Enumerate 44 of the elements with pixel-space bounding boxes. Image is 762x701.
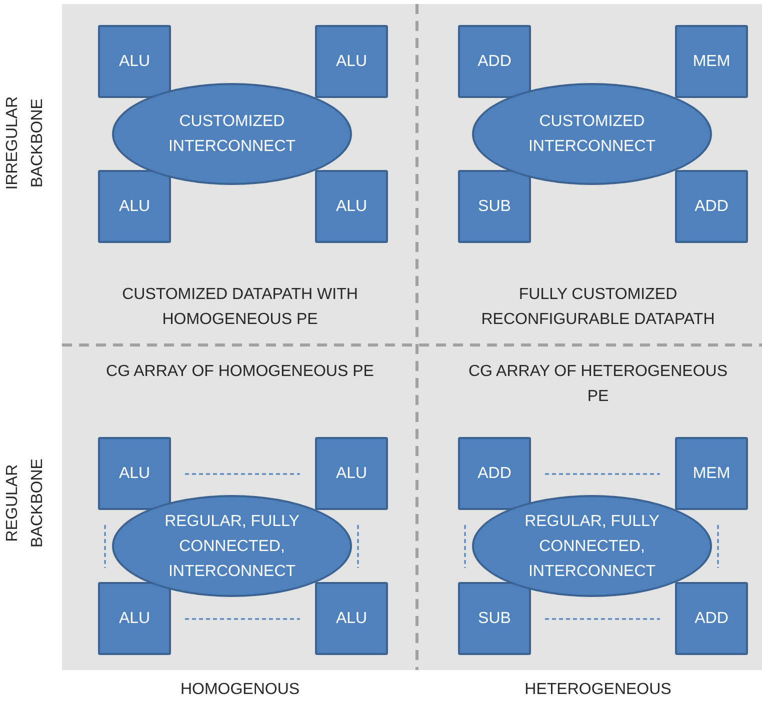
node-label: ALU xyxy=(336,52,368,72)
pe-box xyxy=(315,25,388,98)
pe-box xyxy=(315,582,388,655)
pe-box xyxy=(675,170,748,243)
caption-text: CUSTOMIZED DATAPATH WITH HOMOGENEOUS PE xyxy=(121,285,359,330)
axis-label: IRREGULAR BACKBONE xyxy=(3,95,47,192)
pe-box xyxy=(458,170,531,243)
node-label: SUB xyxy=(478,197,511,217)
node-label: ALU xyxy=(118,609,150,629)
caption-text: HETEROGENEOUS xyxy=(524,680,672,700)
pe-box xyxy=(98,582,171,655)
node-label: ALU xyxy=(118,464,150,484)
caption-text: HOMOGENOUS xyxy=(179,680,301,700)
node-label: ADD xyxy=(694,197,728,217)
node-label: MEM xyxy=(692,52,730,72)
node-label: SUB xyxy=(478,609,511,629)
node-label: ADD xyxy=(694,609,728,629)
node-label: ADD xyxy=(478,52,512,72)
caption-text: FULLY CUSTOMIZED RECONFIGURABLE DATAPATH xyxy=(480,285,716,330)
pe-box xyxy=(458,437,531,510)
pe-box xyxy=(98,170,171,243)
node-label: ALU xyxy=(336,464,368,484)
node-label: ALU xyxy=(336,609,368,629)
caption-text: CG ARRAY OF HOMOGENEOUS PE xyxy=(105,362,375,382)
node-label: MEM xyxy=(692,464,730,484)
node-label: REGULAR, FULLY CONNECTED, INTERCONNECT xyxy=(164,512,300,582)
pe-box xyxy=(98,437,171,510)
node-label: ADD xyxy=(478,464,512,484)
node-label: CUSTOMIZED INTERCONNECT xyxy=(527,112,657,157)
pe-box xyxy=(315,437,388,510)
pe-box xyxy=(315,170,388,243)
pe-box xyxy=(458,25,531,98)
node-label: ALU xyxy=(118,197,150,217)
pe-box xyxy=(675,25,748,98)
node-label: CUSTOMIZED INTERCONNECT xyxy=(167,112,297,157)
pe-box xyxy=(98,25,171,98)
axis-label: REGULAR BACKBONE xyxy=(3,458,47,550)
pe-box xyxy=(458,582,531,655)
pe-box xyxy=(675,582,748,655)
node-label: ALU xyxy=(336,197,368,217)
pe-box xyxy=(675,437,748,510)
node-label: REGULAR, FULLY CONNECTED, INTERCONNECT xyxy=(524,512,660,582)
caption-text: CG ARRAY OF HETEROGENEOUS PE xyxy=(467,362,728,407)
node-label: ALU xyxy=(118,52,150,72)
